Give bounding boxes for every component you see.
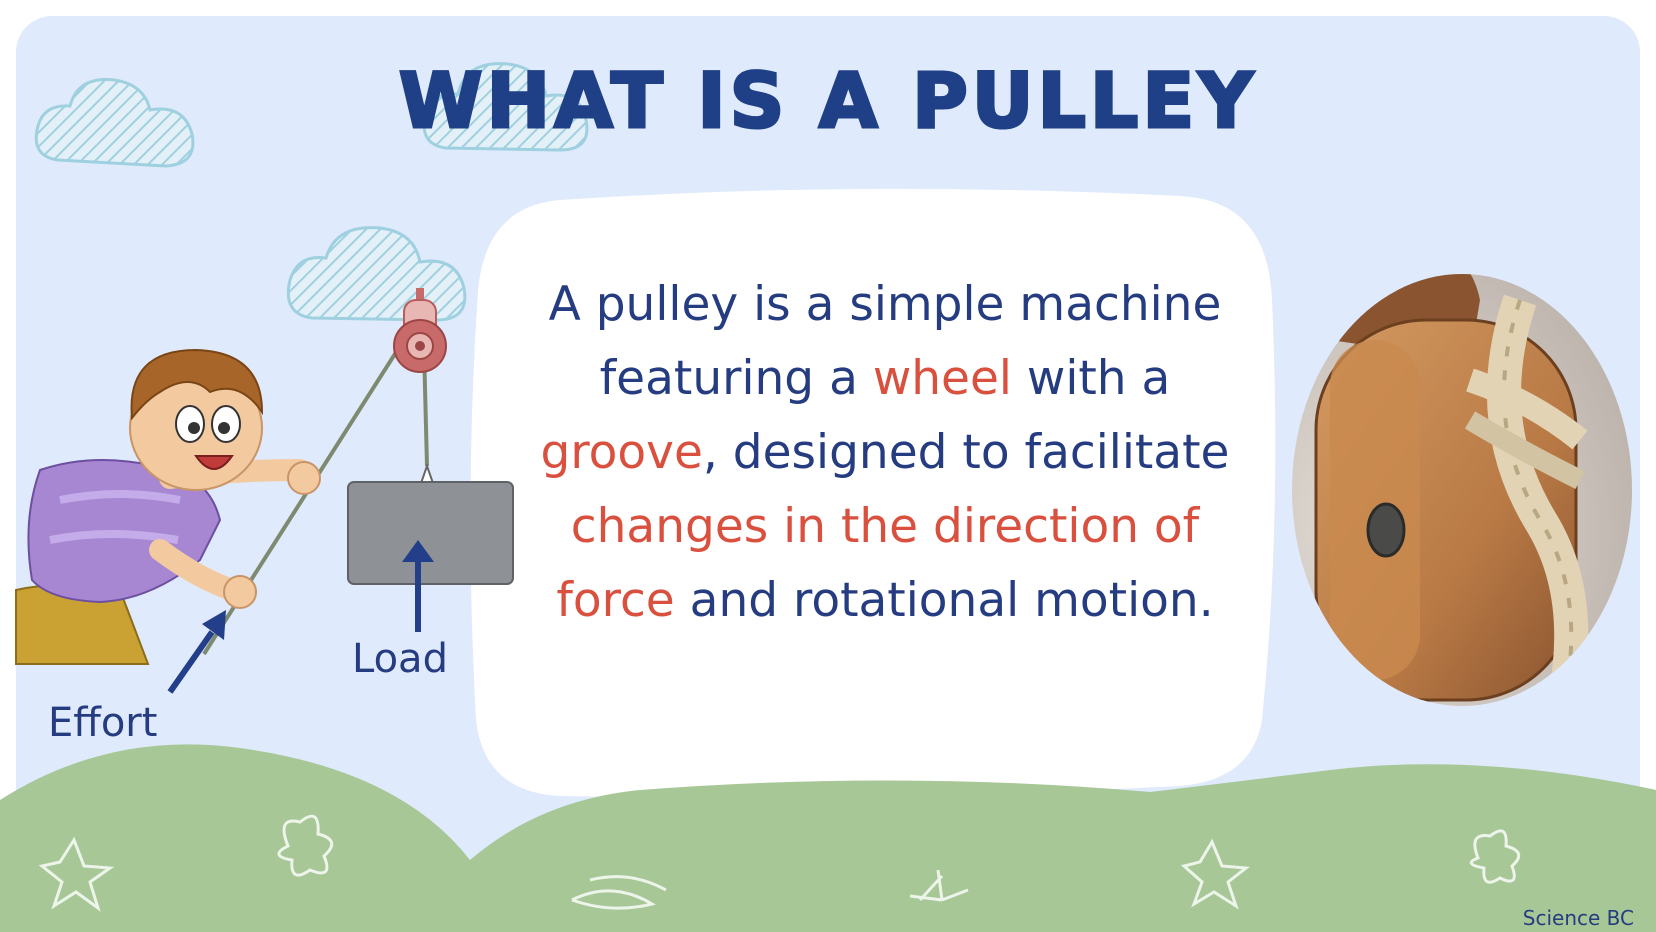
cloud-icon	[286, 226, 467, 322]
definition-line-2-pre: featuring a	[599, 351, 873, 406]
effort-arrow-icon	[167, 610, 226, 694]
credit-text: Science BC	[1522, 906, 1634, 930]
hills	[0, 744, 1656, 932]
effort-label: Effort	[48, 700, 158, 746]
load-label: Load	[352, 636, 448, 682]
definition-line-1: A pulley is a simple machine	[548, 277, 1222, 332]
pulley-photo	[1292, 274, 1632, 706]
cloud-icon	[34, 78, 195, 168]
page-title: WHAT IS A PULLEY	[397, 55, 1258, 147]
highlight-direction: changes in the direction of	[570, 499, 1200, 554]
text-bubble	[470, 188, 1276, 798]
boy-illustration	[15, 348, 321, 665]
pulley-diagram	[167, 288, 514, 694]
load-block	[347, 481, 514, 585]
highlight-groove: groove	[540, 425, 703, 480]
flower-doodle-icon	[277, 814, 1521, 910]
highlight-force: force	[556, 573, 675, 628]
star-doodle-icon	[38, 836, 1250, 912]
cloud-icon	[422, 62, 589, 152]
load-arrow-icon	[402, 540, 434, 632]
highlight-wheel: wheel	[872, 351, 1012, 406]
definition-line-2-post: with a	[1011, 351, 1171, 406]
definition-line-3-post: , designed to facilitate	[702, 425, 1230, 480]
definition-text: A pulley is a simple machine featuring a…	[500, 268, 1270, 638]
definition-line-5-post: and rotational motion.	[674, 573, 1214, 628]
pulley-wheel-icon	[393, 319, 447, 373]
